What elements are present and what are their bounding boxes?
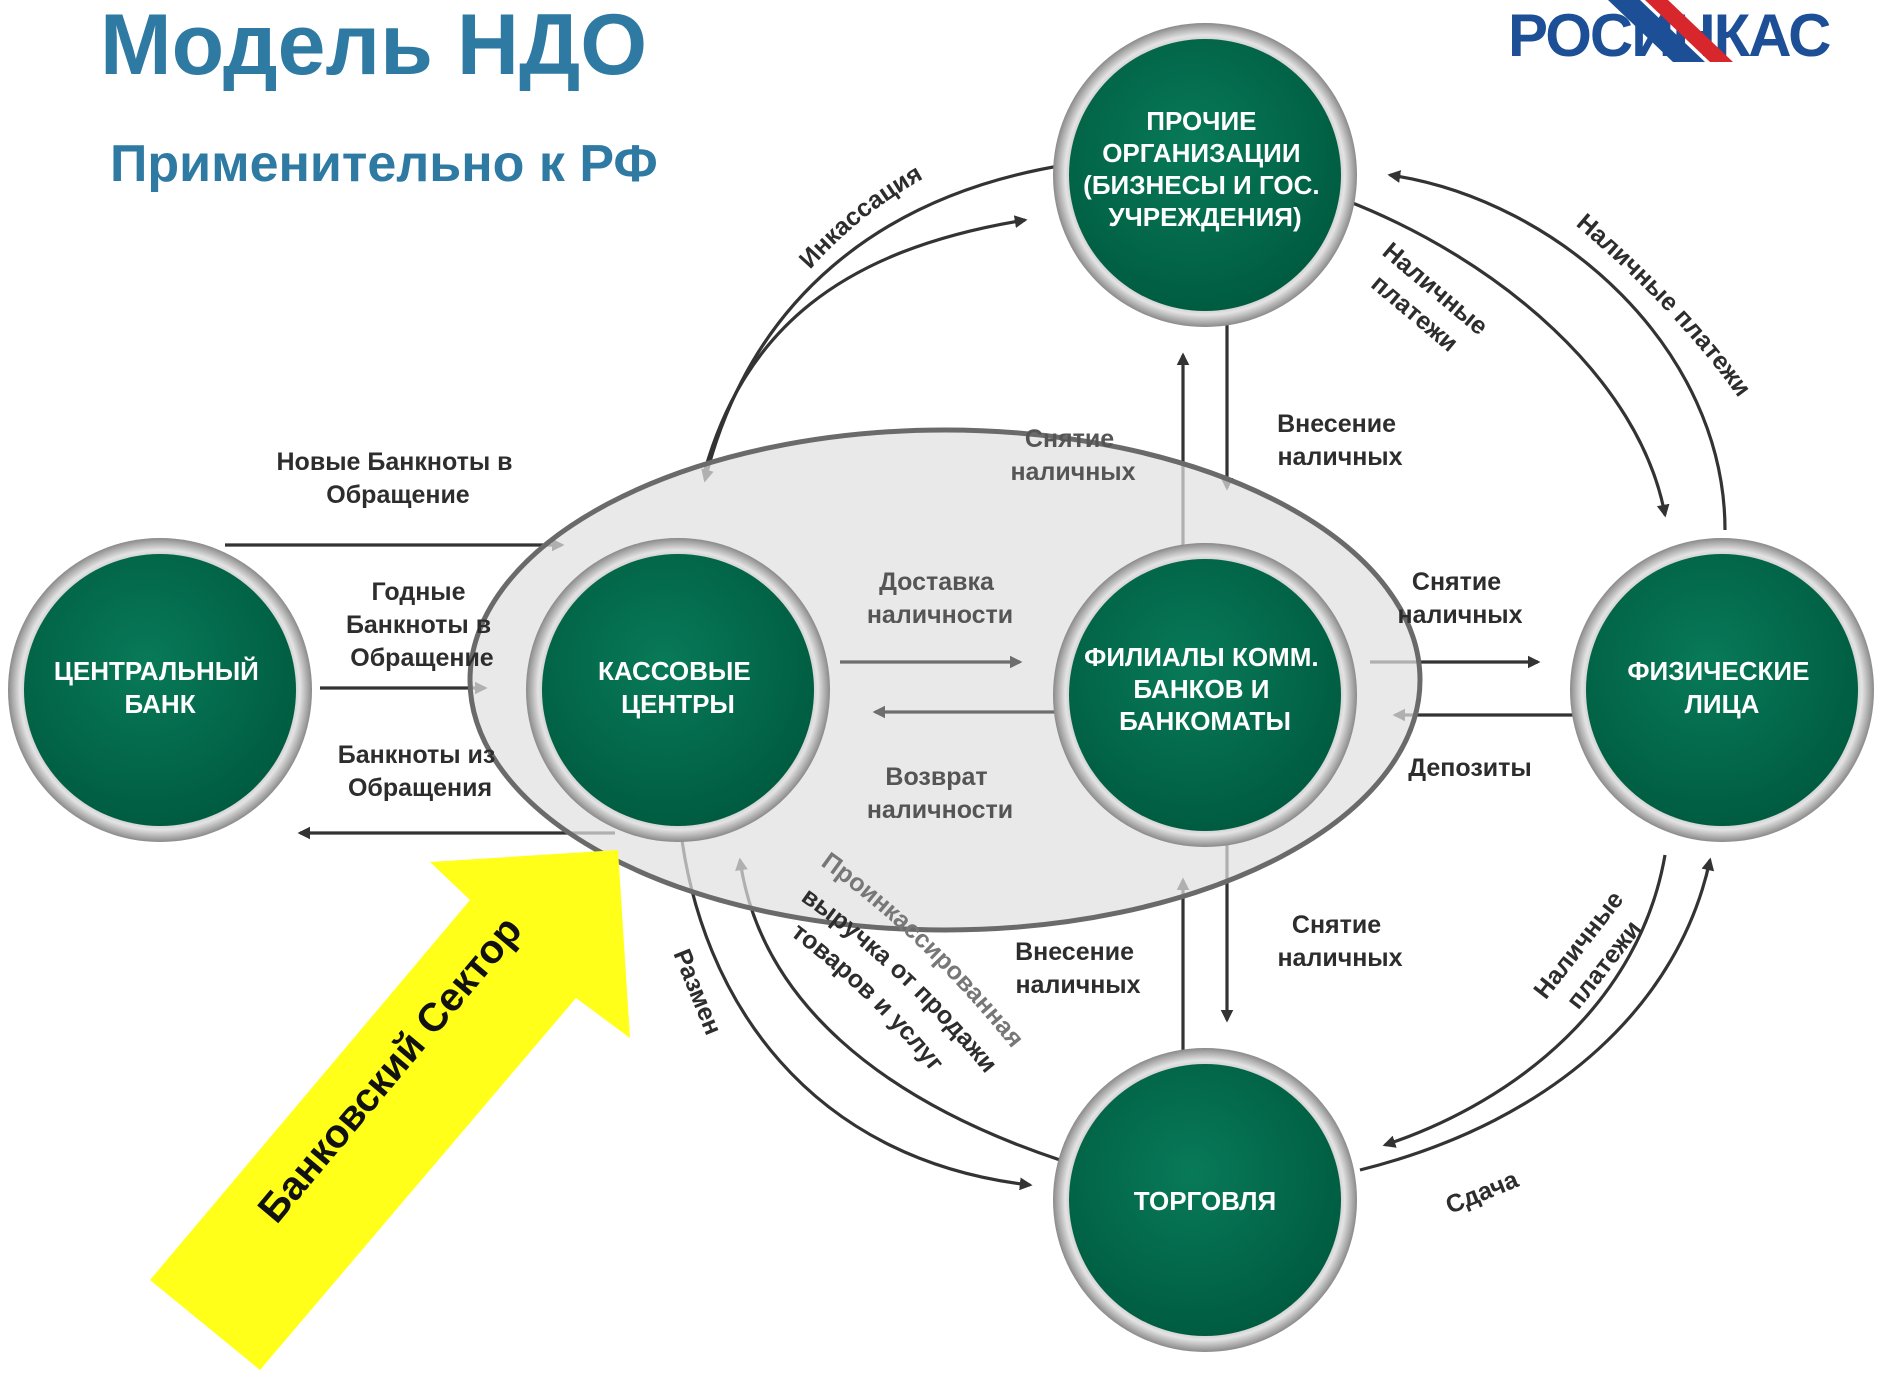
label-fit-notes: Годные Банкноты в Обращение bbox=[346, 578, 498, 672]
label-cash-payments-outer: Наличные платежи bbox=[1571, 208, 1756, 401]
arrow-payments-inner bbox=[1344, 198, 1670, 518]
banking-sector-callout: Банковский Сектор bbox=[150, 850, 630, 1370]
label-cash-payments-lower: Наличныеплатежи bbox=[1528, 886, 1654, 1024]
label-deposits: Депозиты bbox=[1408, 754, 1531, 782]
node-cash-centers bbox=[526, 538, 830, 842]
label-deposit-top: Внесение наличных bbox=[1277, 410, 1403, 471]
label-withdraw-right: Снятие наличных bbox=[1397, 568, 1522, 629]
node-trade bbox=[1053, 1048, 1357, 1352]
svg-text:Сдача: Сдача bbox=[1442, 1165, 1524, 1220]
svg-text:Размен: Размен bbox=[668, 945, 728, 1039]
node-branches-label: ФИЛИАЛЫ КОММ. БАНКОВ И БАНКОМАТЫ bbox=[1084, 642, 1326, 736]
node-other-orgs-label: ПРОЧИЕ ОРГАНИЗАЦИИ (БИЗНЕСЫ И ГОС. УЧРЕЖ… bbox=[1083, 106, 1327, 232]
arrow-payments-outer bbox=[1387, 170, 1727, 531]
label-cash-payments-inner: Наличныеплатежи bbox=[1357, 237, 1494, 365]
label-delivery: Доставка наличности bbox=[867, 568, 1013, 629]
node-individuals bbox=[1570, 538, 1874, 842]
arrow-payments-lower bbox=[1359, 857, 1715, 1172]
arrow-collection-inner bbox=[701, 163, 1066, 483]
node-central-bank bbox=[8, 538, 312, 842]
svg-text:Наличныеплатежи: Наличныеплатежи bbox=[1357, 237, 1494, 365]
arrow-revenue bbox=[735, 857, 1061, 1162]
arrow-exchange bbox=[678, 824, 1033, 1191]
label-exchange: Размен bbox=[668, 945, 728, 1039]
label-change: Сдача bbox=[1442, 1165, 1524, 1220]
node-cash-centers-label: КАССОВЫЕ ЦЕНТРЫ bbox=[598, 656, 758, 719]
node-trade-label: ТОРГОВЛЯ bbox=[1134, 1186, 1276, 1216]
label-new-notes: Новые Банкноты в Обращение bbox=[277, 448, 520, 509]
label-deposit-bottom: Внесение наличных bbox=[1015, 938, 1141, 999]
rosinkas-logo: РОСИНКАС bbox=[1500, 0, 1877, 69]
arrow-change bbox=[1382, 854, 1667, 1148]
node-central-bank-label: ЦЕНТРАЛЬНЫЙ БАНК bbox=[54, 656, 266, 719]
node-individuals-label: ФИЗИЧЕСКИЕ ЛИЦА bbox=[1627, 656, 1816, 719]
svg-text:Наличныеплатежи: Наличныеплатежи bbox=[1528, 886, 1654, 1024]
node-branches bbox=[1053, 543, 1357, 847]
label-withdraw-top: Снятие наличных bbox=[1010, 425, 1135, 486]
page-subtitle: Применительно к РФ bbox=[110, 135, 658, 193]
label-withdraw-bottom: Снятие наличных bbox=[1277, 911, 1402, 972]
node-other-orgs bbox=[1053, 23, 1357, 327]
page-title: Модель НДО bbox=[100, 0, 648, 93]
label-notes-out: Банкноты из Обращения bbox=[338, 741, 503, 802]
label-return: Возврат наличности bbox=[867, 763, 1013, 824]
